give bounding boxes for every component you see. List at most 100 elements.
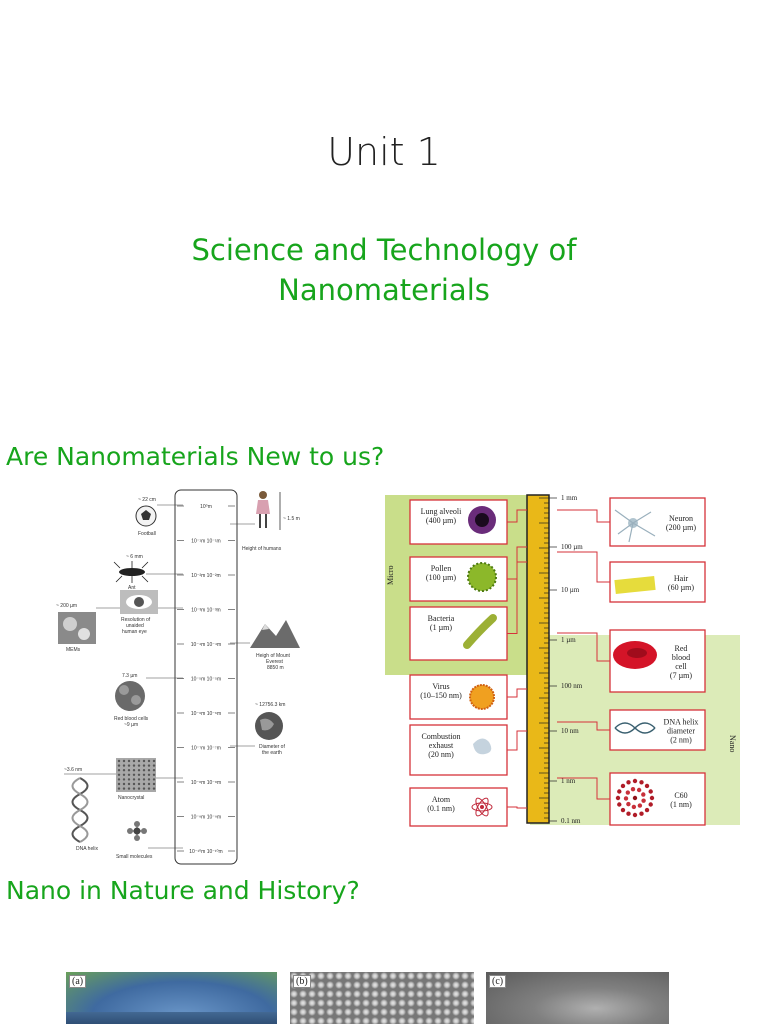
c60-atom xyxy=(649,795,655,801)
c60-atom xyxy=(641,792,646,797)
nanocrystal-dot xyxy=(127,759,131,763)
c60-atom xyxy=(632,778,638,784)
right-specimen-text: Neuron xyxy=(669,514,693,523)
nanocrystal-dot xyxy=(127,782,131,786)
nanocrystal-dot xyxy=(122,769,126,772)
right-connector xyxy=(557,632,610,662)
c60-atom xyxy=(626,801,631,807)
nanocrystal-dot xyxy=(122,778,126,781)
ruler-mark-label: 1 nm xyxy=(561,777,576,785)
scale-label: 10⁻⁸m 10⁻⁸m xyxy=(191,780,221,786)
slide-title: Unit 1 xyxy=(327,130,441,174)
nanocrystal-dot xyxy=(137,787,141,790)
c60-atom xyxy=(639,780,644,785)
nanocrystal-dot xyxy=(142,778,146,781)
ruler-mark-label: 100 nm xyxy=(561,682,583,690)
nanocrystal-dot xyxy=(152,764,156,767)
nanocrystal-label: Nanocrystal xyxy=(118,795,144,801)
micro-label: Micro xyxy=(386,565,395,585)
nanocrystal-dot xyxy=(142,773,146,776)
nanocrystal-dot xyxy=(142,787,146,790)
c60-atom xyxy=(637,803,643,808)
c60-atom xyxy=(632,812,638,818)
mems-photo xyxy=(58,612,96,644)
nanocrystal-dot xyxy=(132,778,136,781)
everest-label-2: Everest xyxy=(266,659,284,665)
nanocrystal-dot xyxy=(132,773,136,776)
right-specimen-box xyxy=(609,497,706,547)
nanocrystal-dot xyxy=(132,759,136,763)
nanocrystal-dot xyxy=(152,773,156,776)
photo-c-tag: (c) xyxy=(489,975,507,988)
left-specimen-text: Atom xyxy=(432,795,451,804)
left-specimen-text: (1 µm) xyxy=(430,623,452,632)
ruler-ticks xyxy=(539,497,549,824)
hair-icon xyxy=(614,575,656,595)
human-label: Height of humans xyxy=(242,546,282,552)
human-size: ~ 1.5 m xyxy=(283,516,300,522)
nanocrystal-dot xyxy=(137,759,141,763)
left-specimen-text: Virus xyxy=(432,682,449,691)
right-specimen-text: (200 µm) xyxy=(666,523,696,532)
ruler-mark-label: 100 µm xyxy=(561,543,583,551)
nanocrystal-dot xyxy=(142,782,146,786)
c60-fullerene-icon xyxy=(615,778,655,818)
right-specimen-text: Hair xyxy=(674,574,689,583)
nanocrystal-dot xyxy=(117,787,121,790)
c60-atom xyxy=(617,802,622,807)
right-specimen-text: (2 nm) xyxy=(670,736,692,745)
left-specimen-text: exhaust xyxy=(429,741,454,750)
earth-label-2: the earth xyxy=(262,750,282,756)
nanocrystal-dot xyxy=(147,787,151,790)
scale-label: 10⁻⁶m 10⁻⁶m xyxy=(191,711,221,717)
c60-atom xyxy=(631,804,637,810)
c60-atom xyxy=(620,807,626,813)
right-specimen-text: blood xyxy=(672,653,690,662)
c60-atom xyxy=(626,780,631,785)
nanocrystal-dot xyxy=(142,759,146,763)
subtitle-line-2: Nanomaterials xyxy=(278,273,490,307)
mems-size: ~ 200 µm xyxy=(56,603,77,609)
ruler-mark-label: 0.1 nm xyxy=(561,817,581,825)
nanocrystal-dot xyxy=(122,782,126,786)
nanocrystal-dot xyxy=(137,769,141,772)
scale-label: 10⁻⁹m 10⁻⁹m xyxy=(191,815,221,821)
c60-atom xyxy=(641,798,646,803)
right-connector xyxy=(557,551,610,583)
nanocrystal-dot xyxy=(117,759,121,763)
subtitle-line-1: Science and Technology of xyxy=(191,233,577,267)
right-connector xyxy=(557,509,610,523)
virus-icon xyxy=(469,684,495,710)
right-specimen-text: cell xyxy=(675,662,687,671)
pollen-icon xyxy=(467,562,497,592)
nanocrystal-dot xyxy=(137,773,141,776)
nanocrystal-dot xyxy=(147,769,151,772)
nanocrystal-dot xyxy=(127,778,131,781)
photo-a-tag: (a) xyxy=(69,975,87,988)
nanocrystal-dot xyxy=(117,769,121,772)
photo-b-micro-surface: (b) xyxy=(290,972,474,1024)
section-heading-nano-in-nature: Nano in Nature and History? xyxy=(6,876,360,905)
ant-size: ~ 6 mm xyxy=(126,554,143,560)
mount-everest-icon xyxy=(250,620,300,648)
nanocrystal-dot xyxy=(147,764,151,767)
nanocrystal-dot xyxy=(137,778,141,781)
scale-column xyxy=(174,489,238,865)
left-specimen-boxes: Lung alveoli(400 µm)Pollen(100 µm)Bacter… xyxy=(409,499,527,827)
photo-c-nano-structure: (c) xyxy=(486,972,669,1024)
left-connector xyxy=(507,806,527,809)
right-specimen-text: (60 µm) xyxy=(668,583,694,592)
nanocrystal-dot xyxy=(152,778,156,781)
football-label: Football xyxy=(138,531,156,537)
ruler xyxy=(526,494,550,824)
nanocrystal-dot xyxy=(147,778,151,781)
photo-a-lotus-leaf: (a) xyxy=(66,972,277,1024)
ant-label: Ant xyxy=(128,585,136,591)
rbc-label-1: Red blood cells xyxy=(114,716,149,722)
c60-atom xyxy=(615,795,621,801)
left-specimen-text: (0.1 nm) xyxy=(427,804,455,813)
c60-atom xyxy=(625,790,631,795)
